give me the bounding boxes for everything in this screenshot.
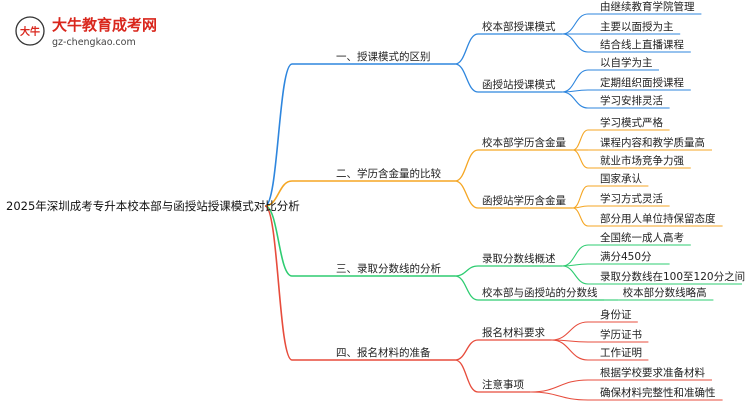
logo-title: 大牛教育成考网 — [52, 16, 157, 34]
logo-url: gz-chengkao.com — [52, 37, 136, 48]
branch-2-sub-1-leaf-1-link — [572, 129, 589, 151]
branch-3-sub-1-leaf-2: 满分450分 — [600, 251, 652, 263]
branch-3-label: 三、录取分数线的分析 — [336, 262, 441, 275]
branch-3-sub-1-leaf-3: 录取分数线在100至120分之间 — [600, 270, 745, 283]
branch-2-sub-1-link — [454, 149, 479, 182]
branch-1-label: 一、授课模式的区别 — [336, 50, 431, 63]
branch-2-sub-2-leaf-1-link — [572, 185, 589, 209]
branch-3-sub-1-label: 录取分数线概述 — [482, 252, 556, 265]
branch-1-sub-1-leaf-1: 由继续教育学院管理 — [600, 0, 695, 13]
root-topic: 2025年深圳成考专升本校本部与函授站授课模式对比分析 — [6, 199, 300, 213]
branch-1-sub-2-link — [454, 63, 479, 93]
branch-4-sub-1-leaf-1-link — [551, 321, 589, 341]
connector-lines — [264, 13, 742, 401]
branch-4-sub-2-leaf-1-link — [530, 379, 589, 393]
branch-4-sub-1-leaf-1: 身份证 — [600, 308, 632, 321]
branch-3-sub-1-link — [454, 265, 479, 277]
branch-1-sub-2-leaf-2: 定期组织面授课程 — [600, 76, 684, 89]
branch-4-sub-2-leaf-2: 确保材料完整性和准确性 — [600, 386, 716, 399]
branch-1-sub-2-leaf-1-link — [562, 69, 589, 93]
branch-2-sub-2-leaf-2: 学习方式灵活 — [600, 192, 663, 205]
branch-3-sub-2-link — [454, 275, 479, 301]
branch-4-sub-1-leaf-3: 工作证明 — [600, 347, 642, 359]
branch-2-sub-1-leaf-3: 就业市场竞争力强 — [600, 154, 684, 167]
branch-1-link — [264, 63, 293, 207]
branch-2-sub-1-leaf-1: 学习模式严格 — [600, 116, 663, 129]
branch-4-sub-1-link — [454, 339, 479, 361]
branch-1-sub-1-link — [454, 33, 479, 65]
branch-2-sub-2-leaf-1: 国家承认 — [600, 172, 642, 185]
branch-4-sub-1-leaf-2: 学历证书 — [600, 328, 642, 341]
branch-4-label: 四、报名材料的准备 — [336, 346, 431, 359]
branch-4-sub-1-label: 报名材料要求 — [482, 326, 545, 339]
branch-1-sub-1-label: 校本部授课模式 — [482, 20, 556, 33]
branch-4-sub-2-link — [454, 359, 479, 393]
logo-mark-icon — [15, 16, 45, 46]
branch-3-sub-1-leaf-1-link — [562, 244, 589, 267]
branch-2-sub-2-leaf-3-link — [572, 207, 589, 227]
topic-nodes: 一、授课模式的区别 校本部授课模式 由继续教育学院管理主要以面授为主结合线上直播课程… — [336, 0, 745, 399]
branch-1-sub-1-leaf-3-link — [562, 33, 589, 53]
branch-4-sub-2-label: 注意事项 — [482, 378, 524, 391]
branch-2-sub-1-label: 校本部学历含金量 — [482, 136, 566, 149]
branch-3-sub-2-leaf-1: 校本部分数线略高 — [623, 286, 707, 299]
branch-2-sub-1-leaf-2: 课程内容和教学质量高 — [600, 136, 705, 149]
branch-1-sub-2-leaf-3: 学习安排灵活 — [600, 94, 663, 107]
branch-3-sub-1-leaf-1: 全国统一成人高考 — [600, 231, 684, 244]
branch-1-sub-2-leaf-3-link — [562, 91, 589, 109]
branch-1-sub-2-label: 函授站授课模式 — [482, 78, 556, 91]
branch-2-sub-2-label: 函授站学历含金量 — [482, 194, 566, 207]
branch-2-sub-2-link — [454, 180, 479, 209]
branch-1-sub-1-leaf-2: 主要以面授为主 — [600, 20, 674, 33]
branch-4-sub-2-leaf-1: 根据学校要求准备材料 — [600, 366, 705, 379]
branch-2-sub-1-leaf-3-link — [572, 149, 589, 169]
branch-3-sub-2-label: 校本部与函授站的分数线 — [482, 286, 598, 299]
branch-2-link — [264, 180, 293, 207]
branch-3-sub-1-leaf-3-link — [562, 265, 589, 285]
site-logo[interactable]: 大牛 大牛教育成考网 gz-chengkao.com — [15, 16, 157, 48]
branch-3-link — [264, 205, 293, 277]
branch-4-sub-2-leaf-2-link — [530, 391, 589, 401]
branch-2-label: 二、学历含金量的比较 — [336, 167, 441, 180]
branch-1-sub-1-leaf-3: 结合线上直播课程 — [600, 38, 684, 51]
branch-1-sub-1-leaf-1-link — [562, 13, 589, 35]
branch-1-sub-2-leaf-1: 以自学为主 — [600, 56, 653, 69]
branch-4-link — [264, 205, 293, 361]
logo-mark-text: 大牛 — [20, 25, 40, 38]
branch-4-sub-1-leaf-3-link — [551, 339, 589, 361]
branch-2-sub-2-leaf-3: 部分用人单位持保留态度 — [600, 212, 716, 225]
